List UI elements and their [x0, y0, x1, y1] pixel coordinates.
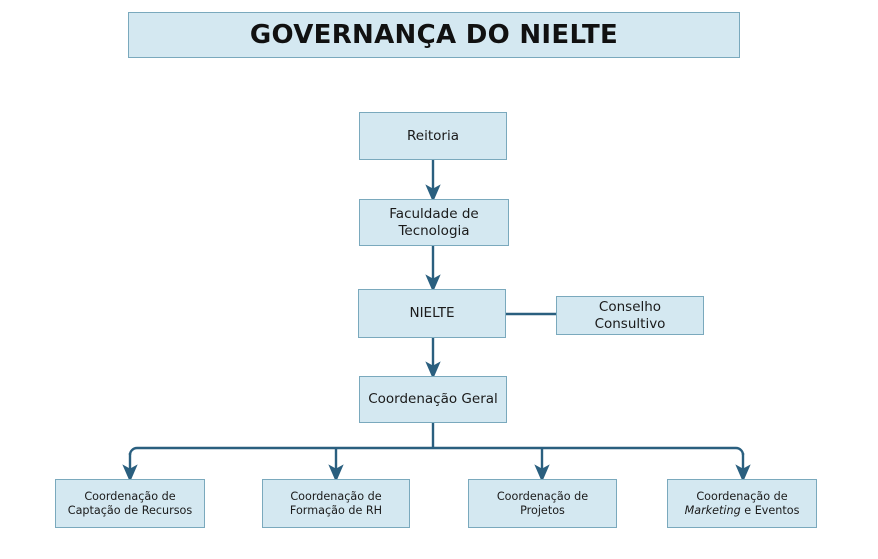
node-coordenacao-captacao-recursos: Coordenação de Captação de Recursos — [55, 479, 205, 528]
node-leaf4-line2: Marketing e Eventos — [685, 504, 800, 518]
node-leaf1-line1: Coordenação de — [84, 489, 176, 503]
node-leaf2-line1: Coordenação de — [290, 489, 382, 503]
node-leaf3-line2: Projetos — [520, 503, 565, 517]
chart-title-text: GOVERNANÇA DO NIELTE — [249, 19, 619, 50]
node-coordenacao-projetos: Coordenação de Projetos — [468, 479, 617, 528]
node-coordenacao-marketing-eventos: Coordenação de Marketing e Eventos — [667, 479, 817, 528]
node-coordenacao-formacao-rh: Coordenação de Formação de RH — [262, 479, 410, 528]
node-faculdade-line1: Faculdade de — [389, 205, 479, 222]
node-nielte: NIELTE — [358, 289, 506, 338]
node-leaf4-rest: e Eventos — [740, 503, 800, 517]
connector-bus-horizontal — [128, 446, 745, 456]
node-reitoria: Reitoria — [359, 112, 507, 160]
node-leaf2-line2: Formação de RH — [289, 503, 383, 517]
node-leaf3-line1: Coordenação de — [496, 489, 589, 503]
node-leaf4-marketing-italic: Marketing — [684, 503, 741, 517]
node-coordenacao-geral-label: Coordenação Geral — [368, 391, 498, 408]
node-nielte-label: NIELTE — [409, 305, 455, 322]
node-coordenacao-geral: Coordenação Geral — [359, 376, 507, 423]
node-leaf1-line2: Captação de Recursos — [67, 503, 193, 517]
chart-title-box: GOVERNANÇA DO NIELTE — [128, 12, 740, 58]
node-conselho-line2: Consultivo — [594, 315, 666, 332]
node-conselho-line1: Conselho — [598, 298, 662, 315]
node-faculdade-line2: Tecnologia — [398, 222, 470, 239]
node-leaf4-line1: Coordenação de — [696, 489, 788, 503]
node-conselho-consultivo: Conselho Consultivo — [556, 296, 704, 335]
node-faculdade-tecnologia: Faculdade de Tecnologia — [359, 199, 509, 246]
node-reitoria-label: Reitoria — [407, 127, 459, 144]
